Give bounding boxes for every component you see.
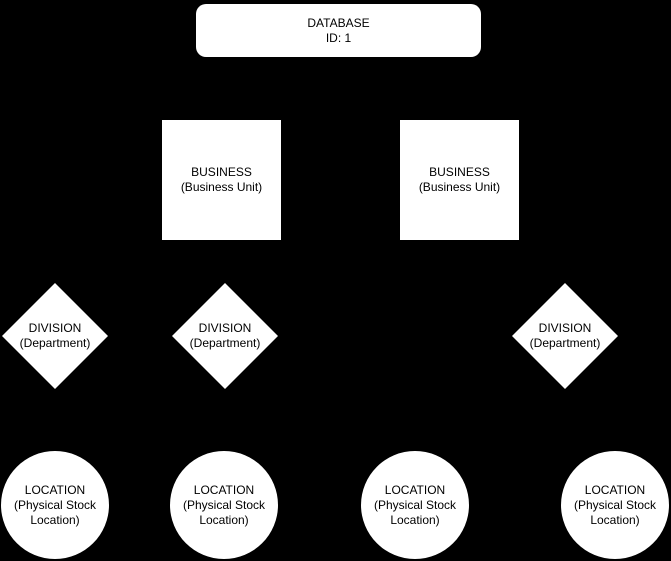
location-label-1: LOCATION (Physical Stock Location) bbox=[13, 482, 97, 527]
business-label-1: BUSINESS (Business Unit) bbox=[180, 165, 263, 194]
division-label-3: DIVISION (Department) bbox=[529, 321, 601, 350]
location-node-1: LOCATION (Physical Stock Location) bbox=[1, 451, 109, 559]
division-node-3: DIVISION (Department) bbox=[512, 283, 618, 389]
location-label-4: LOCATION (Physical Stock Location) bbox=[573, 482, 657, 527]
database-label: DATABASE ID: 1 bbox=[307, 15, 370, 45]
business-node-2: BUSINESS (Business Unit) bbox=[400, 120, 519, 240]
location-node-3: LOCATION (Physical Stock Location) bbox=[361, 451, 469, 559]
division-label-2: DIVISION (Department) bbox=[189, 321, 261, 350]
database-node: DATABASE ID: 1 bbox=[196, 4, 481, 57]
division-node-1: DIVISION (Department) bbox=[2, 283, 108, 389]
location-node-2: LOCATION (Physical Stock Location) bbox=[170, 451, 278, 559]
location-label-2: LOCATION (Physical Stock Location) bbox=[182, 482, 266, 527]
business-label-2: BUSINESS (Business Unit) bbox=[418, 165, 501, 194]
business-node-1: BUSINESS (Business Unit) bbox=[162, 120, 281, 240]
division-label-1: DIVISION (Department) bbox=[19, 321, 91, 350]
location-node-4: LOCATION (Physical Stock Location) bbox=[561, 451, 669, 559]
location-label-3: LOCATION (Physical Stock Location) bbox=[373, 482, 457, 527]
division-node-2: DIVISION (Department) bbox=[172, 283, 278, 389]
